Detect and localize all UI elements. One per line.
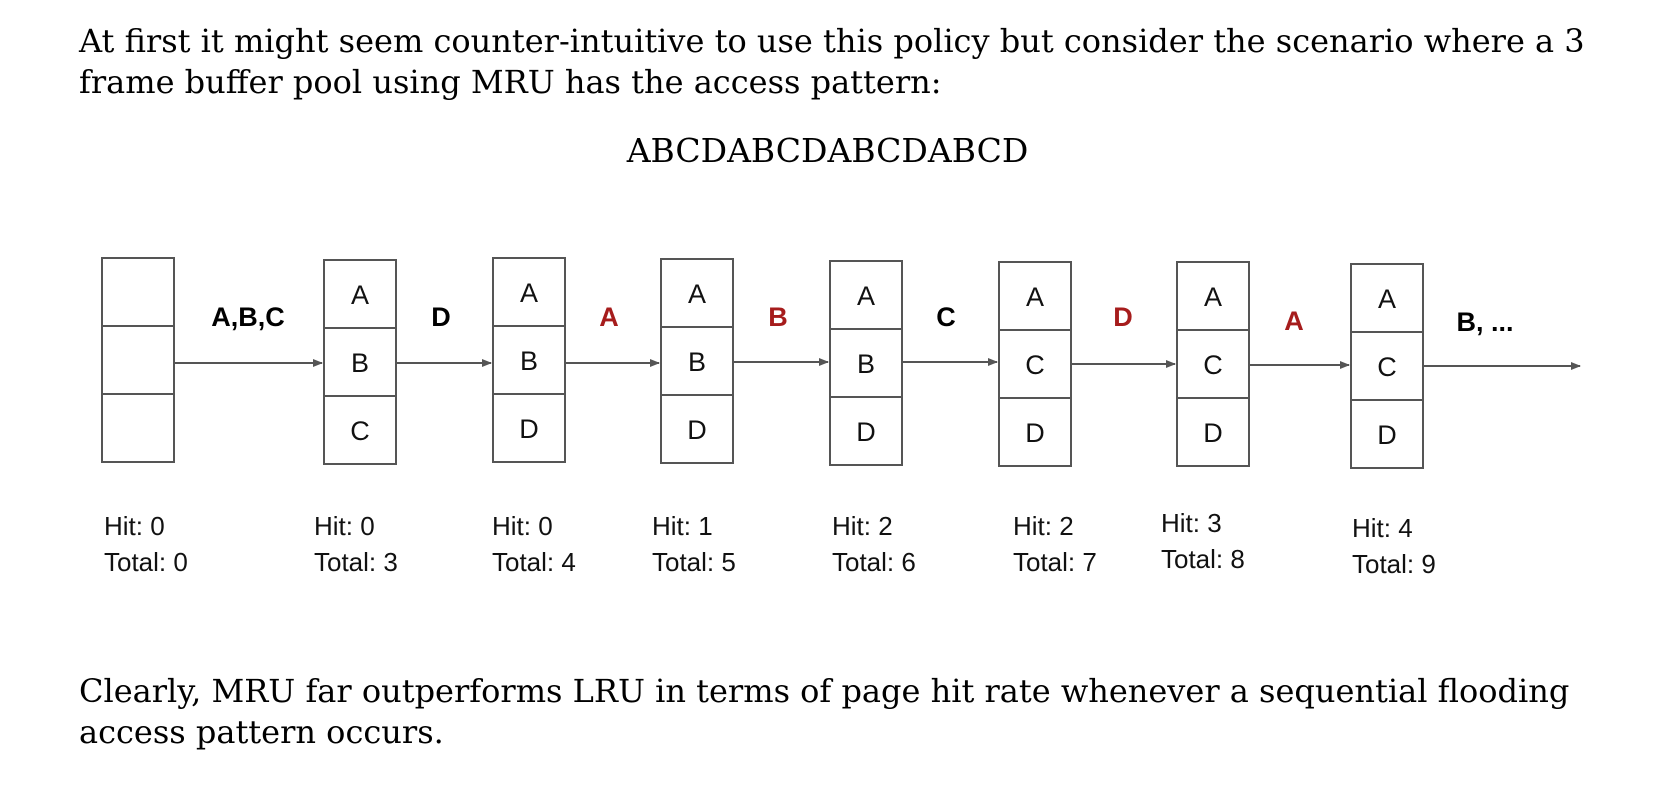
- access-label-hit: A: [599, 302, 619, 332]
- buffer-frame: [1176, 261, 1250, 331]
- hit-count: Hit: 4: [1352, 513, 1413, 543]
- buffer-frame: [1176, 329, 1250, 399]
- hit-count: Hit: 3: [1161, 508, 1222, 538]
- total-count: Total: 0: [104, 547, 188, 577]
- frame-page-label: C: [350, 416, 370, 446]
- buffer-frame: [323, 259, 397, 329]
- frame-page-label: D: [1377, 420, 1397, 450]
- buffer-frame: [1176, 397, 1250, 467]
- frame-page-label: A: [688, 279, 706, 309]
- total-count: Total: 8: [1161, 544, 1245, 574]
- frame-page-label: B: [688, 347, 706, 377]
- buffer-frame: [323, 395, 397, 465]
- buffer-frame: [492, 393, 566, 463]
- frame-page-label: A: [351, 280, 369, 310]
- access-label-hit: D: [1113, 302, 1133, 332]
- frame-page-label: D: [687, 415, 707, 445]
- hit-count: Hit: 1: [652, 511, 713, 541]
- total-count: Total: 9: [1352, 549, 1436, 579]
- frame-page-label: A: [1026, 282, 1044, 312]
- total-count: Total: 6: [832, 547, 916, 577]
- frame-page-label: C: [1203, 350, 1223, 380]
- access-label-hit: A: [1284, 306, 1304, 336]
- frame-page-label: B: [351, 348, 369, 378]
- access-label-miss: D: [431, 302, 451, 332]
- frame-page-label: D: [519, 414, 539, 444]
- frame-page-label: A: [857, 281, 875, 311]
- hit-count: Hit: 0: [104, 511, 165, 541]
- total-count: Total: 5: [652, 547, 736, 577]
- frame-page-label: D: [856, 417, 876, 447]
- buffer-frame: [101, 325, 175, 395]
- buffer-frame: [829, 328, 903, 398]
- buffer-frame: [101, 257, 175, 327]
- hit-count: Hit: 0: [314, 511, 375, 541]
- hit-count: Hit: 0: [492, 511, 553, 541]
- access-label-miss: C: [936, 302, 956, 332]
- total-count: Total: 3: [314, 547, 398, 577]
- frame-page-label: D: [1203, 418, 1223, 448]
- buffer-frame: [660, 394, 734, 464]
- frame-page-label: C: [1025, 350, 1045, 380]
- buffer-frame: [101, 393, 175, 463]
- frame-page-label: D: [1025, 418, 1045, 448]
- frame-page-label: A: [520, 278, 538, 308]
- hit-count: Hit: 2: [832, 511, 893, 541]
- access-label-miss: A,B,C: [211, 302, 285, 332]
- buffer-frame: [998, 397, 1072, 467]
- buffer-frame: [998, 261, 1072, 331]
- buffer-frame: [660, 258, 734, 328]
- frame-page-label: B: [520, 346, 538, 376]
- conclusion-paragraph: Clearly, MRU far outperforms LRU in term…: [79, 672, 1570, 751]
- total-count: Total: 7: [1013, 547, 1097, 577]
- intro-paragraph: At first it might seem counter-intuitive…: [79, 22, 1585, 101]
- access-label-miss: B, ...: [1456, 307, 1513, 337]
- access-label-hit: B: [768, 302, 788, 332]
- frame-page-label: B: [857, 349, 875, 379]
- buffer-frame: [829, 396, 903, 466]
- frame-page-label: A: [1378, 284, 1396, 314]
- buffer-frame: [1350, 399, 1424, 469]
- hit-count: Hit: 2: [1013, 511, 1074, 541]
- frame-page-label: C: [1377, 352, 1397, 382]
- total-count: Total: 4: [492, 547, 576, 577]
- buffer-frame: [1350, 263, 1424, 333]
- access-pattern: ABCDABCDABCDABCD: [626, 131, 1029, 170]
- frame-page-label: A: [1204, 282, 1222, 312]
